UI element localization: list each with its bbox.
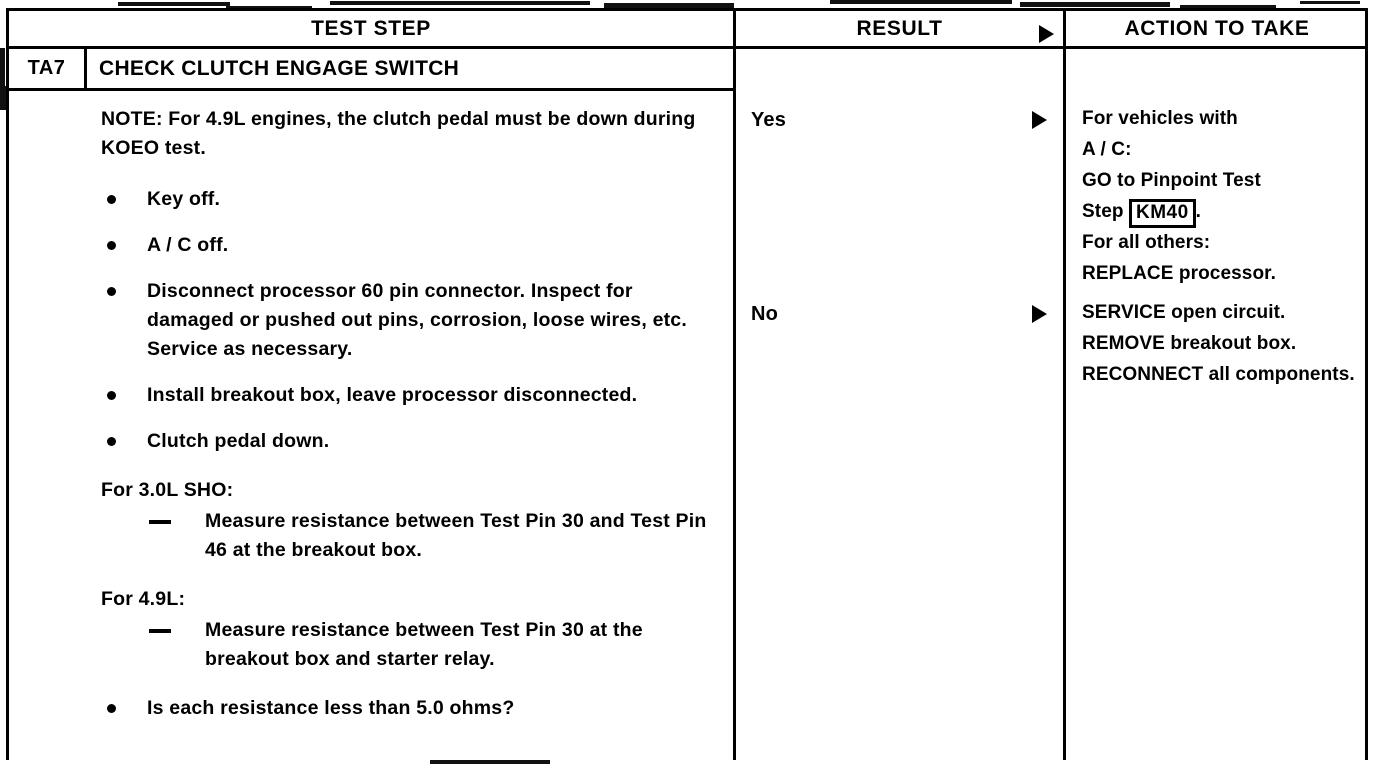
action-text-line: A / C: [1082,139,1132,160]
action-text-prefix: Step [1082,201,1124,222]
list-item: Install breakout box, leave processor di… [101,381,719,410]
table-header-row: TEST STEP RESULT ACTION TO TAKE [9,11,1365,49]
result-row-no: No [736,299,1063,329]
list-item: Key off. [101,185,719,214]
test-step-content: NOTE: For 4.9L engines, the clutch pedal… [9,91,733,760]
action-for-yes: For vehicles with A / C: GO to Pinpoint … [1082,103,1364,289]
right-triangle-icon [1032,305,1047,323]
scan-artifact [1300,1,1360,4]
engine-section-items: Measure resistance between Test Pin 30 a… [101,507,719,565]
step-label-row: TA7 CHECK CLUTCH ENGAGE SWITCH [9,49,733,91]
test-question: Is each resistance less than 5.0 ohms? [101,694,719,723]
step-code-badge: TA7 [9,49,87,88]
result-column: Yes No [736,49,1063,760]
action-goto-step-line: Step KM40. [1082,196,1364,228]
note-text: NOTE: For 4.9L engines, the clutch pedal… [101,108,696,159]
action-text-line: For all others: [1082,232,1211,253]
pinpoint-test-table: TEST STEP RESULT ACTION TO TAKE TA7 CHEC… [6,8,1368,760]
scan-artifact [118,2,230,6]
column-header-action-to-take: ACTION TO TAKE [1124,17,1310,40]
action-text-suffix: . [1195,201,1202,222]
action-column: For vehicles with A / C: GO to Pinpoint … [1066,49,1368,760]
scan-artifact [1020,2,1170,7]
list-item: Clutch pedal down. [101,427,719,456]
result-row-yes: Yes [736,105,1063,135]
column-divider-result [733,11,736,760]
pinpoint-test-step-reference[interactable]: KM40 [1128,199,1196,228]
list-item: Disconnect processor 60 pin connector. I… [101,277,719,364]
engine-section-heading: For 3.0L SHO: [101,479,234,501]
result-label: No [751,303,779,325]
action-text-line: For vehicles with [1082,108,1238,129]
action-for-no: SERVICE open circuit. REMOVE breakout bo… [1082,297,1364,390]
result-label: Yes [751,109,787,131]
action-text-line: GO to Pinpoint Test [1082,170,1261,191]
right-triangle-icon [1032,111,1047,129]
engine-section-items: Measure resistance between Test Pin 30 a… [101,616,719,674]
scan-artifact [330,1,590,5]
action-text-line: SERVICE open circuit. REMOVE breakout bo… [1082,302,1355,385]
column-divider-action [1063,11,1066,760]
scan-artifact [830,0,1012,4]
step-title: CHECK CLUTCH ENGAGE SWITCH [99,57,460,80]
list-item: A / C off. [101,231,719,260]
scan-artifact [0,48,5,86]
procedure-bullet-list: Key off. A / C off. Disconnect processor… [101,185,719,456]
column-header-test-step: TEST STEP [311,17,431,40]
scan-artifact [430,760,550,764]
list-item: Measure resistance between Test Pin 30 a… [149,616,719,674]
column-header-result: RESULT [856,17,943,40]
engine-section-heading: For 4.9L: [101,588,186,610]
right-triangle-icon [1039,25,1054,43]
list-item: Measure resistance between Test Pin 30 a… [149,507,719,565]
action-text-line: REPLACE processor. [1082,263,1276,284]
